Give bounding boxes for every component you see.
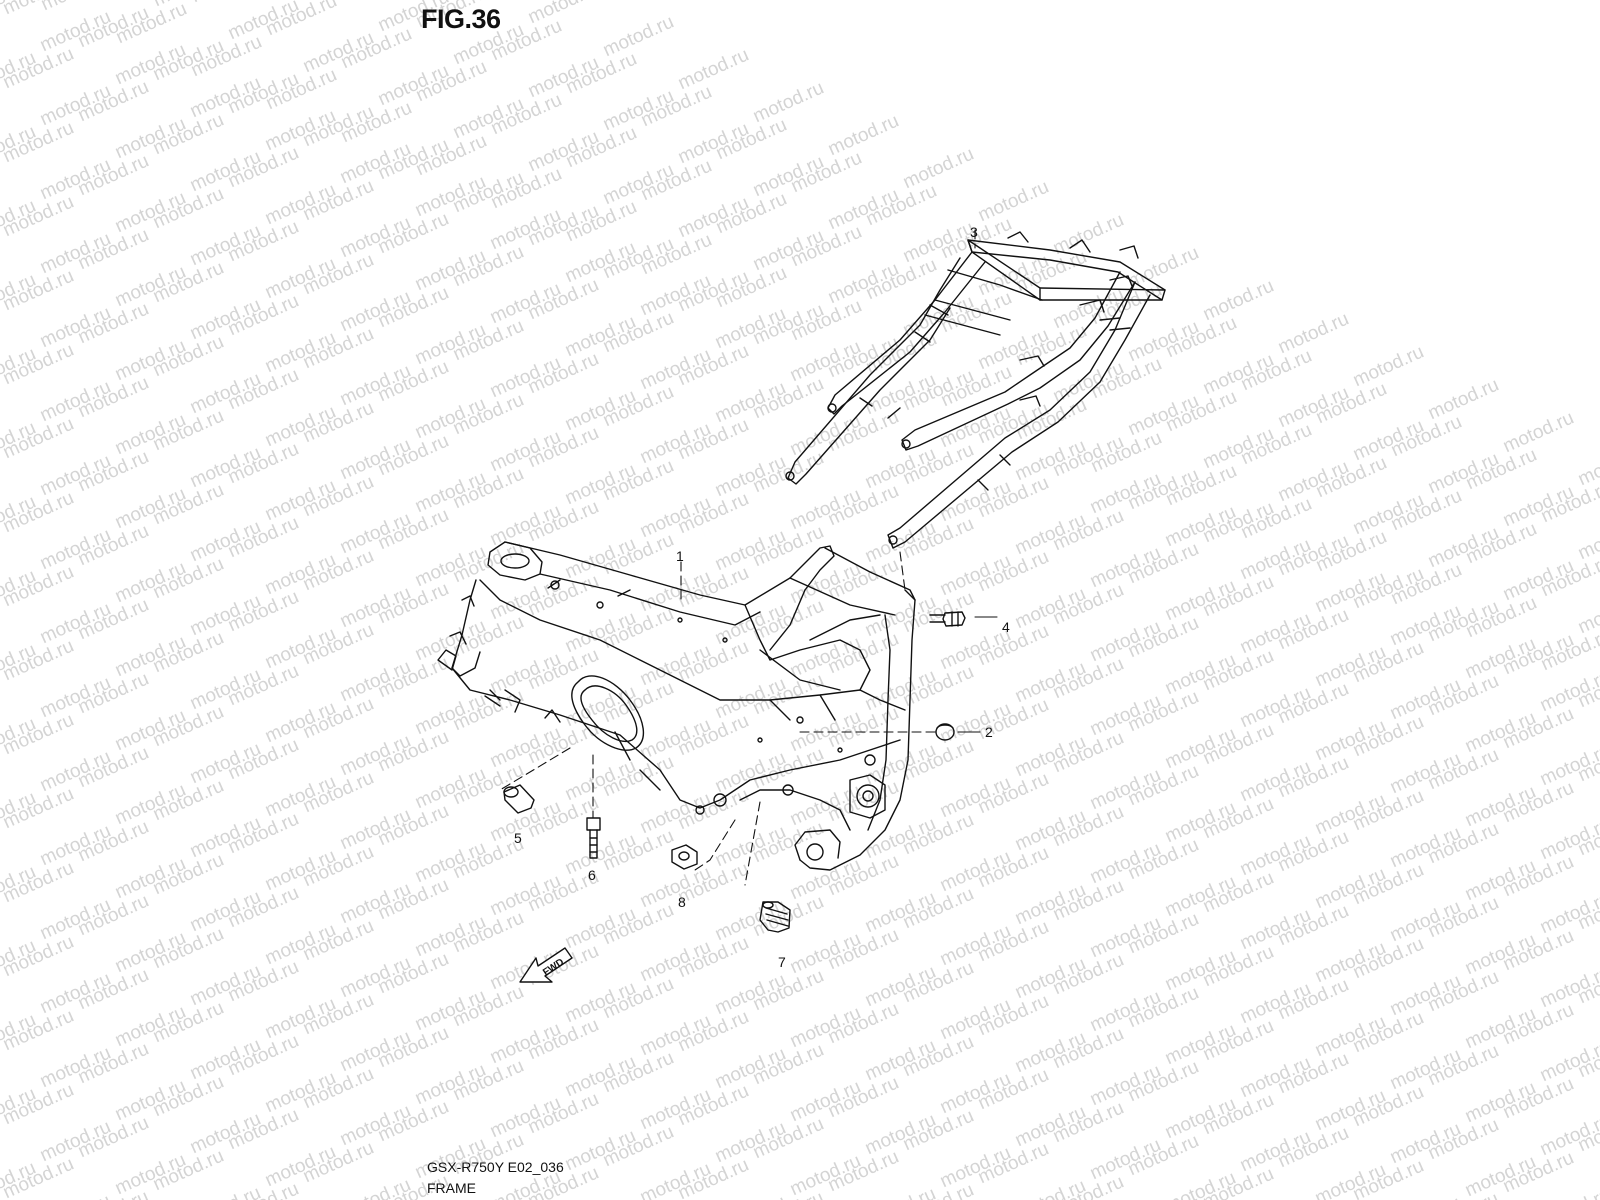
- figure-title: FIG.36: [421, 4, 501, 34]
- part-8-nut: [671, 844, 698, 870]
- callout-6: 6: [588, 867, 596, 883]
- part-2-cap: [935, 723, 955, 741]
- leader-lines: [499, 229, 976, 886]
- callout-ticks: [957, 616, 998, 733]
- seat-rail-subframe: [785, 231, 1166, 549]
- figure-code: GSX-R750Y E02_036: [427, 1159, 564, 1175]
- part-4-bolt: [929, 611, 966, 627]
- fwd-arrow-icon: FWD: [519, 947, 573, 983]
- part-5-bushing: [503, 784, 535, 814]
- part-6-bolt: [586, 817, 601, 859]
- callout-1: 1: [676, 548, 684, 564]
- callout-5: 5: [514, 830, 522, 846]
- part-7-threaded-bushing: [759, 901, 791, 933]
- callout-7: 7: [778, 954, 786, 970]
- main-frame: [437, 541, 916, 871]
- figure-name: FRAME: [427, 1180, 476, 1196]
- callout-3: 3: [970, 224, 978, 240]
- callout-8: 8: [678, 894, 686, 910]
- callout-2: 2: [985, 724, 993, 740]
- callout-4: 4: [1002, 619, 1010, 635]
